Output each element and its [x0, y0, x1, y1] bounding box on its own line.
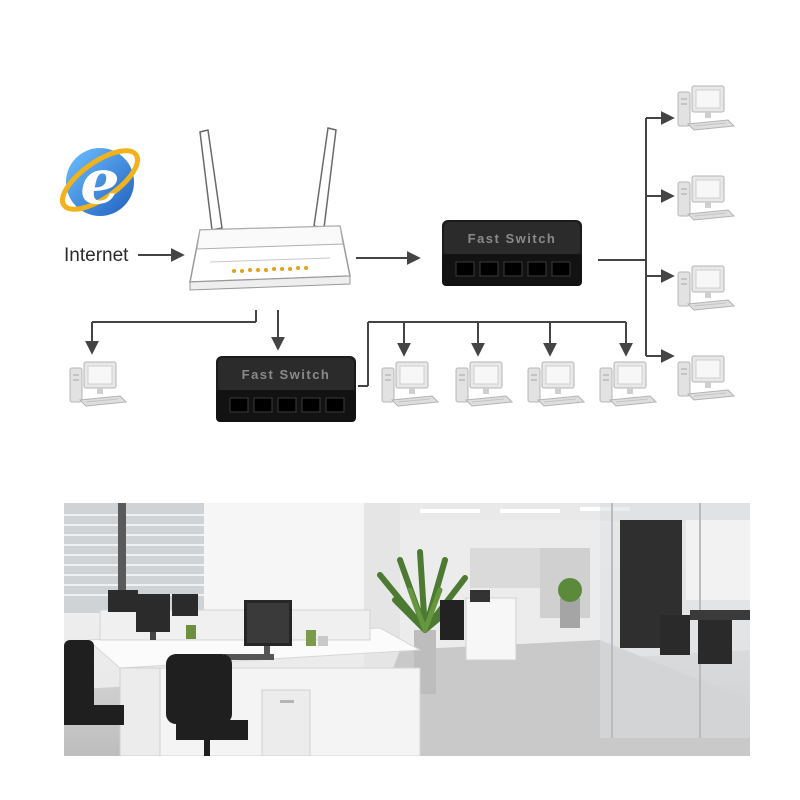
chair-photo-element — [64, 640, 248, 756]
computer-icon — [527, 361, 585, 407]
computer-icon — [677, 355, 735, 401]
computer-icon — [381, 361, 439, 407]
svg-text:e: e — [80, 145, 119, 218]
computer-icon — [677, 175, 735, 221]
internet-label: Internet — [64, 245, 129, 266]
monitor-photo-element — [108, 590, 292, 660]
right-branch-connectors — [598, 111, 675, 363]
secondary-branch-connectors — [358, 321, 633, 387]
switch-icon-primary: Fast Switch — [442, 220, 582, 286]
office-photo — [64, 503, 750, 756]
router-icon — [189, 127, 351, 291]
computer-icon — [677, 265, 735, 311]
computer-icon — [69, 361, 127, 407]
switch-icon-secondary: Fast Switch — [216, 356, 356, 422]
switch-label-primary: Fast Switch — [468, 231, 557, 246]
switch-label-secondary: Fast Switch — [242, 367, 331, 382]
computer-icon — [455, 361, 513, 407]
computer-icon — [677, 85, 735, 131]
internet-explorer-icon: e — [60, 145, 140, 218]
computer-icon — [599, 361, 657, 407]
router-branch-connectors — [85, 310, 285, 355]
